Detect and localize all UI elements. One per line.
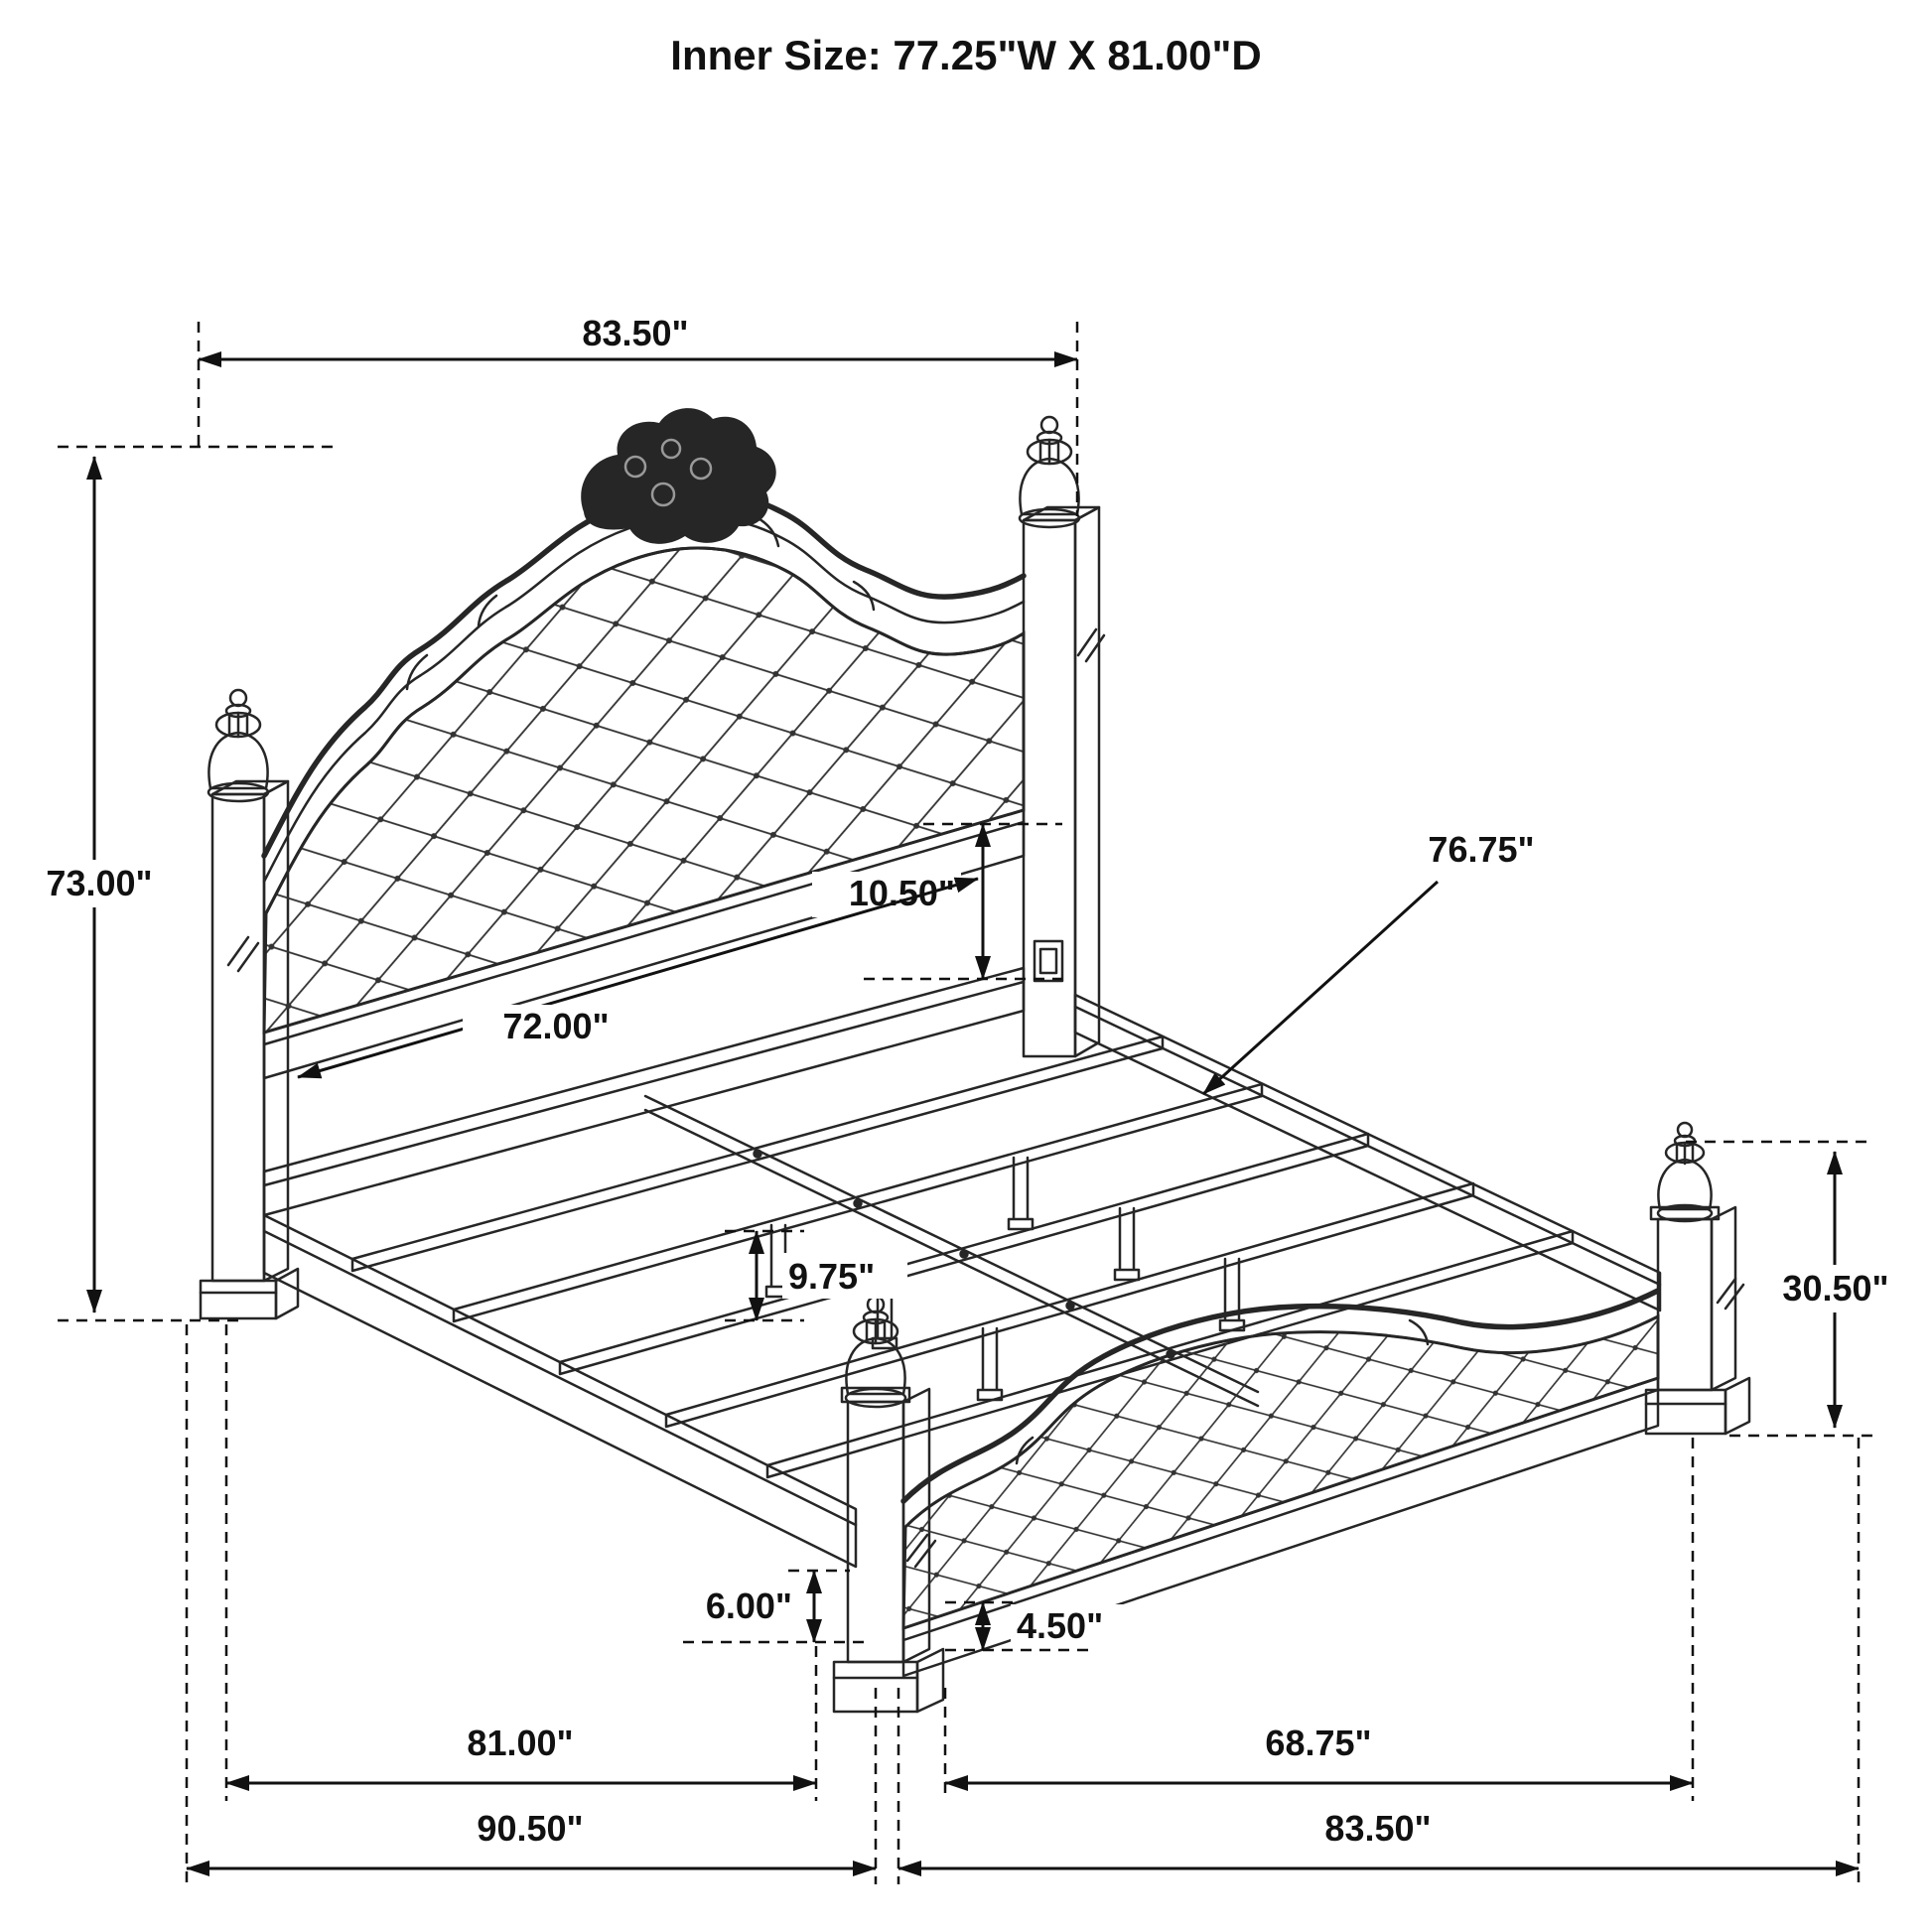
footboard-bottom-rail <box>901 1376 1660 1678</box>
dim-slat-length: 76.75" <box>1201 829 1535 1096</box>
dim-label: 73.00" <box>46 863 152 903</box>
footboard-tufted-panel <box>901 1313 1660 1631</box>
dim-label: 81.00" <box>467 1723 573 1763</box>
dim-headboard-overall-width: 83.50" <box>197 313 1079 516</box>
center-rail <box>643 1094 1260 1408</box>
headboard-tufted-panel <box>262 546 1026 1035</box>
dim-side-rail-height: 9.75" <box>725 1229 907 1322</box>
dim-label: 83.50" <box>1324 1808 1431 1849</box>
bed-drawing <box>199 408 1751 1714</box>
headboard-right-post <box>1022 505 1106 1058</box>
dim-label: 10.50" <box>849 873 955 913</box>
dim-label: 83.50" <box>582 313 688 353</box>
dim-label: 72.00" <box>502 1006 609 1046</box>
crest-ornament <box>581 408 776 544</box>
dimension-annotations: 83.50" 73.00" 10.50" 72.00" 76.75" <box>26 313 1910 1884</box>
slat-legs <box>764 1156 1246 1402</box>
dim-label: 9.75" <box>788 1256 875 1297</box>
dim-footboard-inner-width: 68.75" <box>943 1438 1695 1801</box>
headboard-left-finial <box>207 688 270 803</box>
dim-label: 6.00" <box>706 1586 792 1626</box>
dim-headboard-inner-width: 72.00" <box>297 877 979 1079</box>
dim-label: 30.50" <box>1782 1268 1888 1309</box>
footboard-near-finial <box>844 1295 907 1409</box>
dim-headboard-height: 73.00" <box>26 445 334 1322</box>
dim-under-bed-clearance: 6.00" <box>651 1569 870 1644</box>
headboard-left-post <box>199 779 300 1320</box>
dim-footboard-height: 30.50" <box>1686 1140 1910 1438</box>
dim-footboard-rail-height: 4.50" <box>945 1600 1136 1652</box>
dim-label: 68.75" <box>1265 1723 1371 1763</box>
side-rails <box>262 993 1662 1569</box>
headboard-right-finial <box>1018 415 1081 529</box>
dim-label: 90.50" <box>477 1808 583 1849</box>
footboard-far-post <box>1644 1205 1751 1436</box>
diagram-title: Inner Size: 77.25"W X 81.00"D <box>670 32 1261 78</box>
dim-label: 76.75" <box>1428 829 1534 870</box>
dim-inner-depth: 81.00" <box>224 1324 818 1801</box>
dim-overall-depth: 90.50" <box>185 1324 878 1884</box>
dim-footboard-overall-width: 83.50" <box>897 1438 1861 1884</box>
dim-label: 4.50" <box>1017 1605 1103 1646</box>
footboard-far-finial <box>1656 1121 1714 1223</box>
